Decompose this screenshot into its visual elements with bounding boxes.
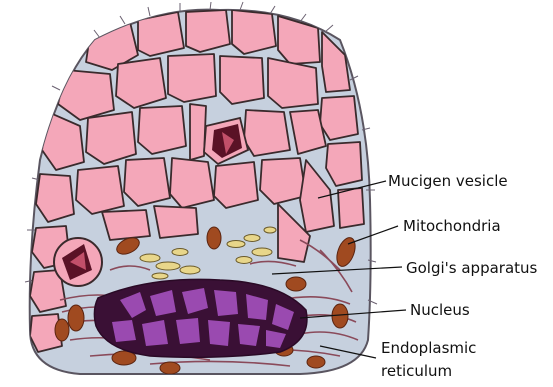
label-nucleus: Nucleus xyxy=(410,301,470,319)
label-endoplasmic: Endoplasmic xyxy=(381,339,476,357)
open-vesicle-left xyxy=(54,238,102,286)
label-golgi-apparatus: Golgi's apparatus xyxy=(406,259,537,277)
label-reticulum: reticulum xyxy=(381,362,452,380)
nucleus xyxy=(94,279,307,357)
label-mitochondria: Mitochondria xyxy=(403,217,501,235)
label-mucigen-vesicle: Mucigen vesicle xyxy=(388,172,508,190)
